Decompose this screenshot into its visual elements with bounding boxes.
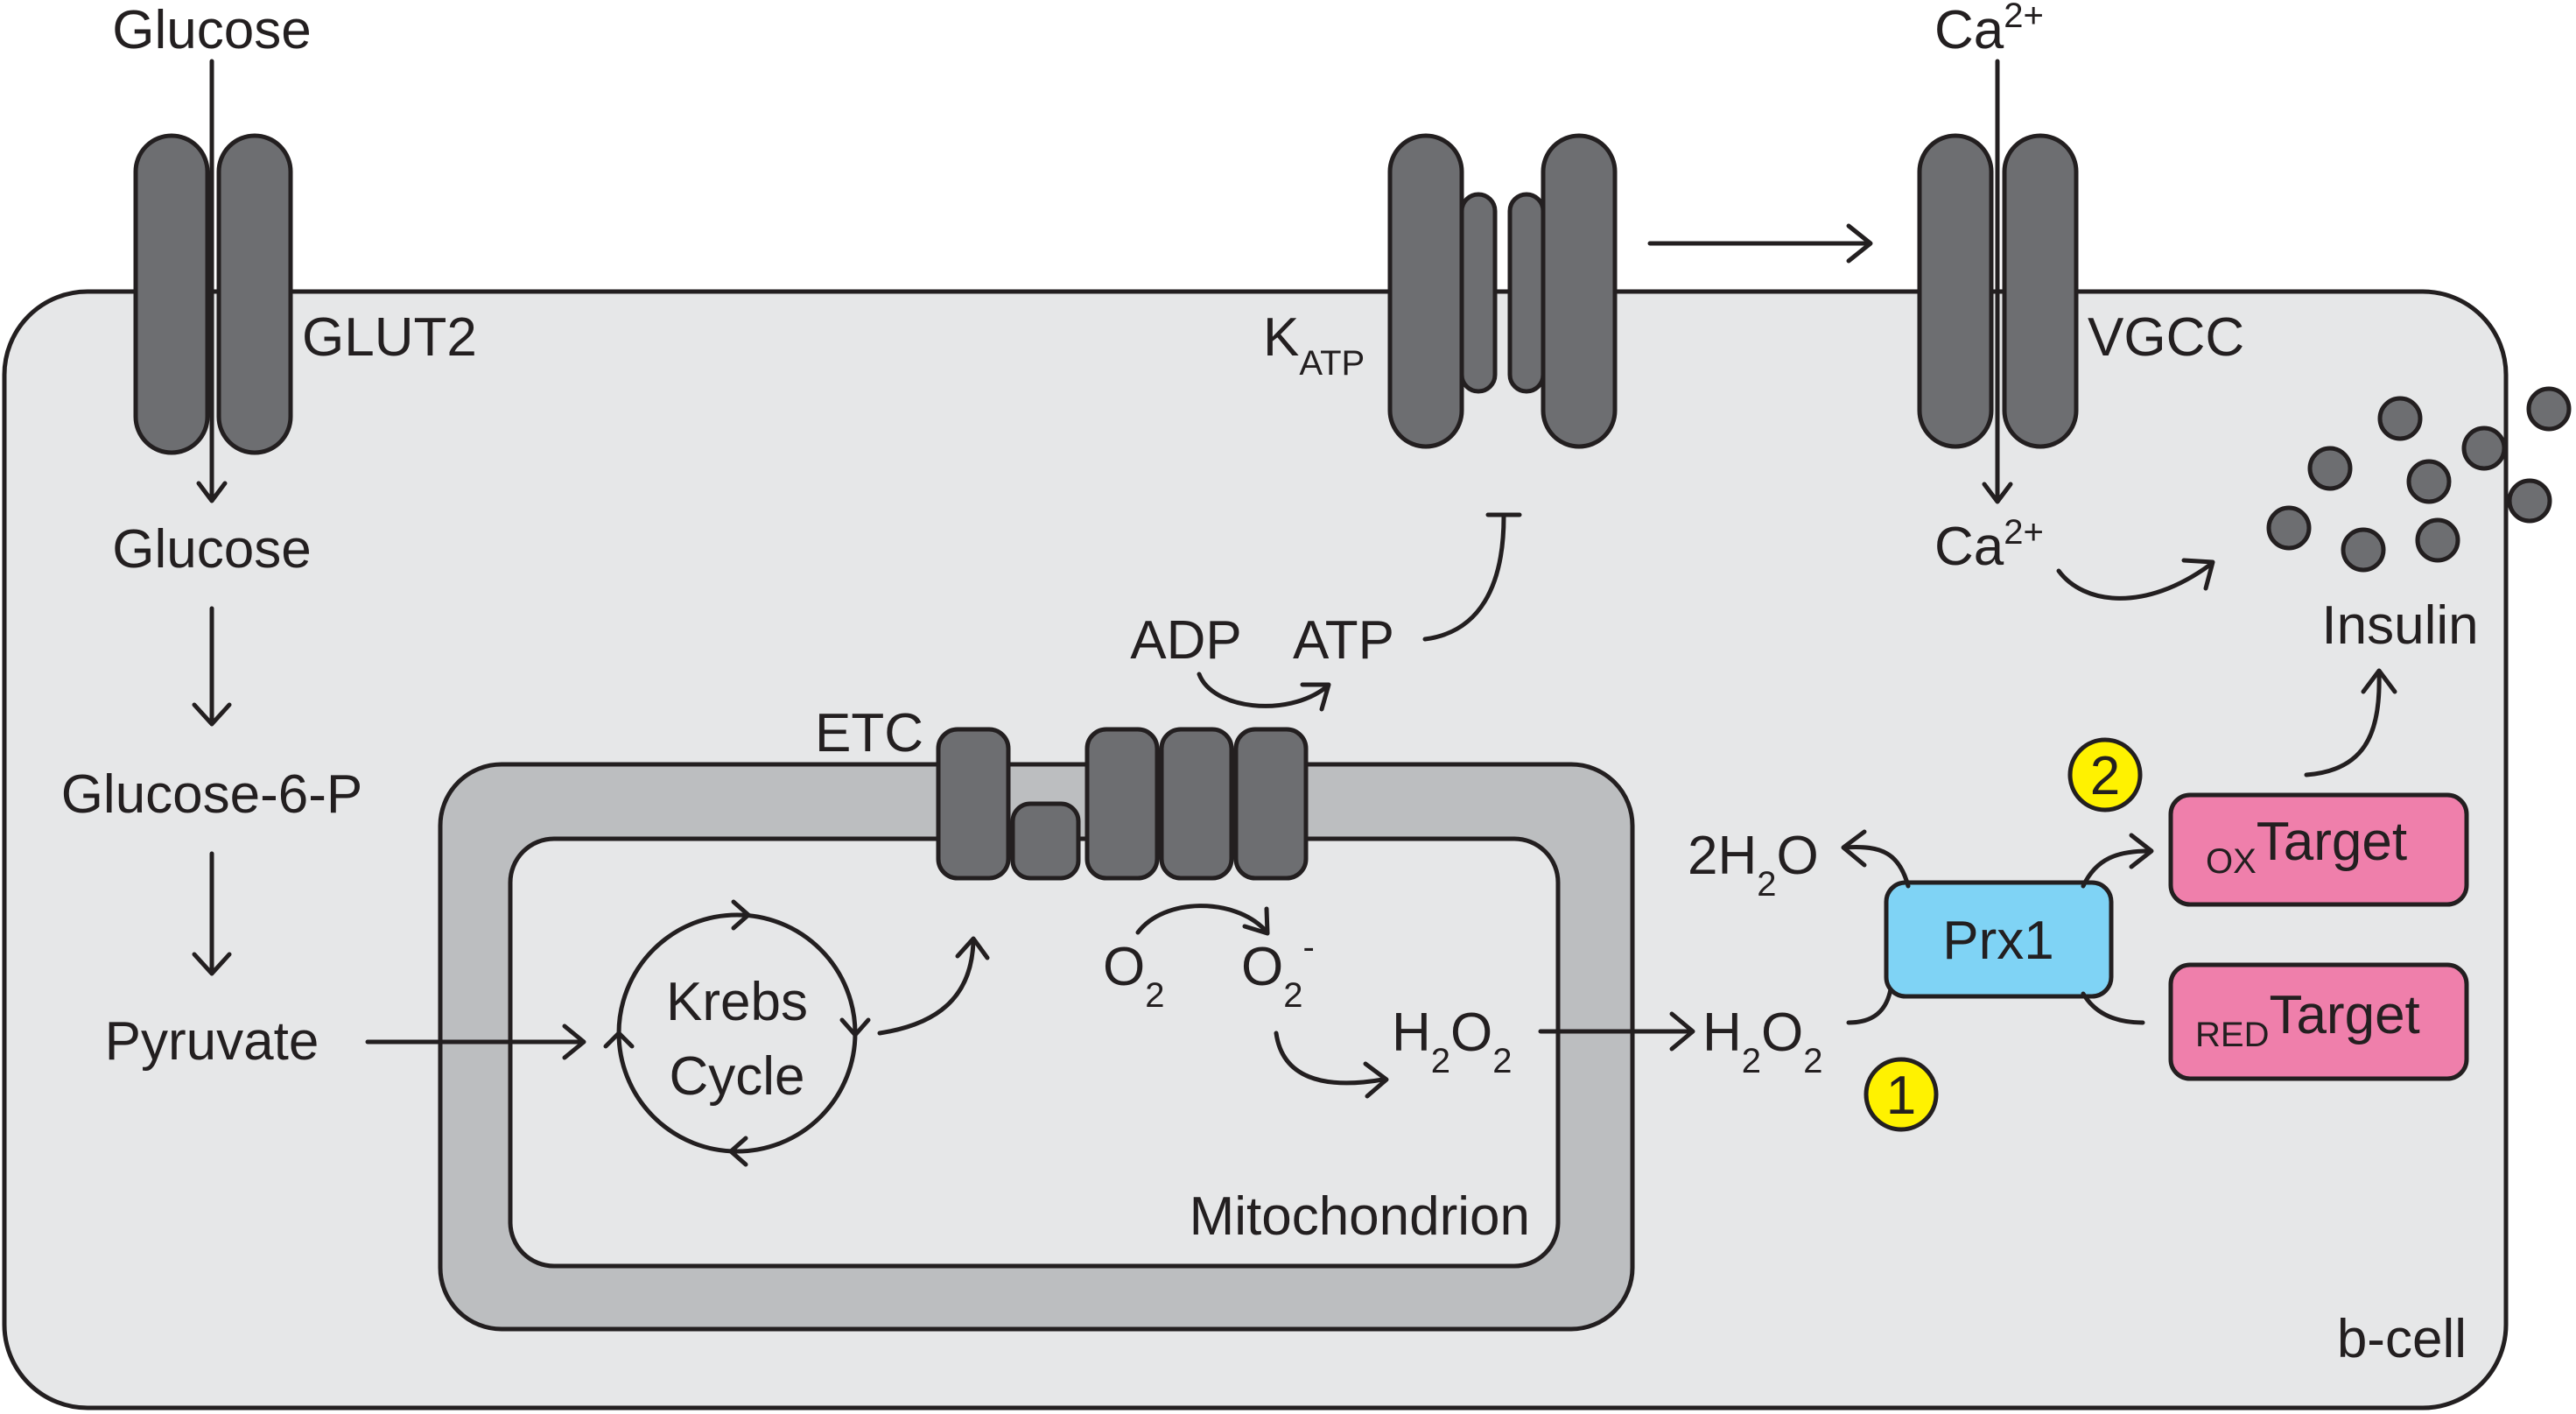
krebs-arrowhead-left — [603, 1031, 635, 1049]
prx1-box — [1884, 880, 2114, 999]
h2o2-cyto-label: H2O2 — [1702, 1002, 1823, 1080]
mitochondrion-label: Mitochondrion — [1190, 1186, 1530, 1247]
prx1-to-ox-target-arrow — [2081, 848, 2151, 889]
h2o2-to-prx1-line — [1846, 987, 1893, 1025]
krebs-arrowhead-right — [839, 1017, 871, 1038]
adp-label: ADP — [1130, 610, 1241, 671]
vgcc-label: VGCC — [2088, 307, 2244, 368]
ox-target-to-insulin-arrow — [2304, 672, 2382, 777]
superoxide-label: O2- — [1241, 928, 1315, 1015]
adp-to-atp-arrow — [1197, 672, 1329, 708]
water-label: 2H2O — [1688, 826, 1819, 904]
pyruvate-label: Pyruvate — [105, 1011, 319, 1072]
g6p-label: Glucose-6-P — [61, 764, 363, 825]
step-one-label: 1 — [1886, 1066, 1916, 1126]
atp-label: ATP — [1293, 610, 1394, 671]
prx1-to-water-arrow — [1843, 845, 1911, 889]
calcium-to-insulin-arrow — [2056, 562, 2213, 601]
glucose-inside-label: Glucose — [112, 519, 311, 580]
krebs-label-line2: Cycle — [669, 1046, 804, 1107]
prx1-label: Prx1 — [1942, 911, 2053, 971]
h2o2-mito-label: H2O2 — [1392, 1002, 1513, 1080]
step-one-marker — [1864, 1057, 1939, 1132]
katp-channel — [1387, 133, 1618, 449]
cell-label: b-cell — [2337, 1309, 2467, 1369]
krebs-to-etc-arrow — [877, 939, 976, 1036]
ox-target-box — [2168, 792, 2469, 907]
glut2-transporter — [133, 133, 293, 455]
glut2-label: GLUT2 — [302, 307, 477, 368]
katp-label: KATP — [1263, 307, 1365, 383]
calcium-inside-label: Ca2+ — [1934, 513, 2044, 577]
red-target-to-prx1-line — [2081, 991, 2145, 1025]
step-two-label: 2 — [2090, 746, 2120, 806]
calcium-outside-label: Ca2+ — [1934, 0, 2044, 60]
vgcc-channel — [1917, 133, 2079, 449]
glucose-outside-label: Glucose — [112, 0, 311, 60]
o2-to-superoxide-arrow — [1135, 904, 1267, 935]
red-target-label: REDTarget — [2195, 985, 2420, 1054]
o2-label: O2 — [1103, 937, 1164, 1015]
etc-complexes — [936, 727, 1309, 881]
insulin-label: Insulin — [2321, 595, 2478, 656]
atp-inhibits-katp — [1422, 514, 1506, 642]
step-two-marker — [2067, 737, 2143, 813]
superoxide-to-h2o2-arrow — [1274, 1031, 1386, 1086]
ox-target-label: OXTarget — [2206, 812, 2407, 881]
krebs-arrowhead-bottom — [728, 1136, 748, 1167]
krebs-arrowhead-top — [731, 899, 751, 931]
etc-label: ETC — [815, 703, 923, 763]
krebs-label-line1: Krebs — [666, 972, 808, 1032]
insulin-granules — [2266, 386, 2572, 573]
red-target-box — [2168, 962, 2469, 1081]
